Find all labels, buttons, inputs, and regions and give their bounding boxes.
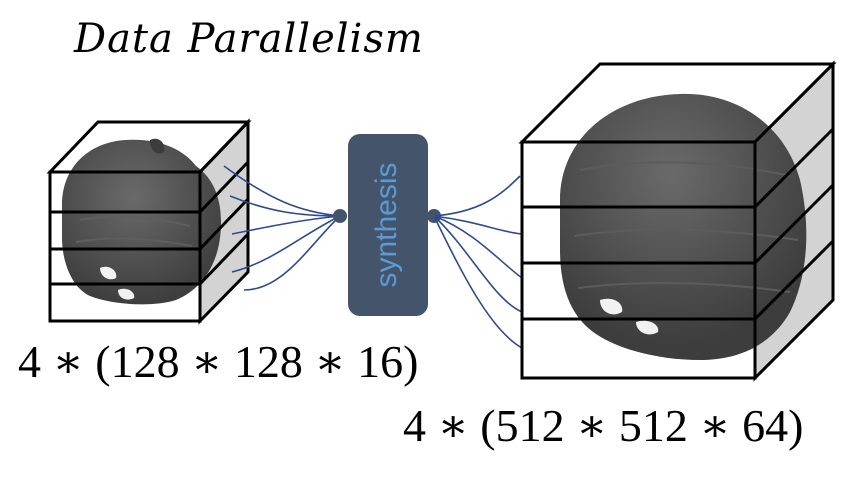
right-connectors	[433, 175, 523, 349]
large-volume-top-face	[518, 62, 837, 144]
large-volume-label: 4 ∗ (512 ∗ 512 ∗ 64)	[403, 400, 804, 451]
large-volume	[518, 60, 837, 382]
small-skull-image	[62, 138, 221, 305]
left-junction-node	[333, 209, 347, 223]
large-skull-image	[560, 93, 807, 360]
small-volume-label: 4 ∗ (128 ∗ 128 ∗ 16)	[18, 336, 419, 387]
left-connectors	[223, 165, 341, 291]
synthesis-box: synthesis	[348, 134, 428, 316]
synthesis-label: synthesis	[370, 162, 403, 287]
small-volume-top-face	[46, 120, 252, 174]
small-volume	[46, 118, 252, 325]
diagram-title: Data Parallelism	[74, 16, 424, 62]
